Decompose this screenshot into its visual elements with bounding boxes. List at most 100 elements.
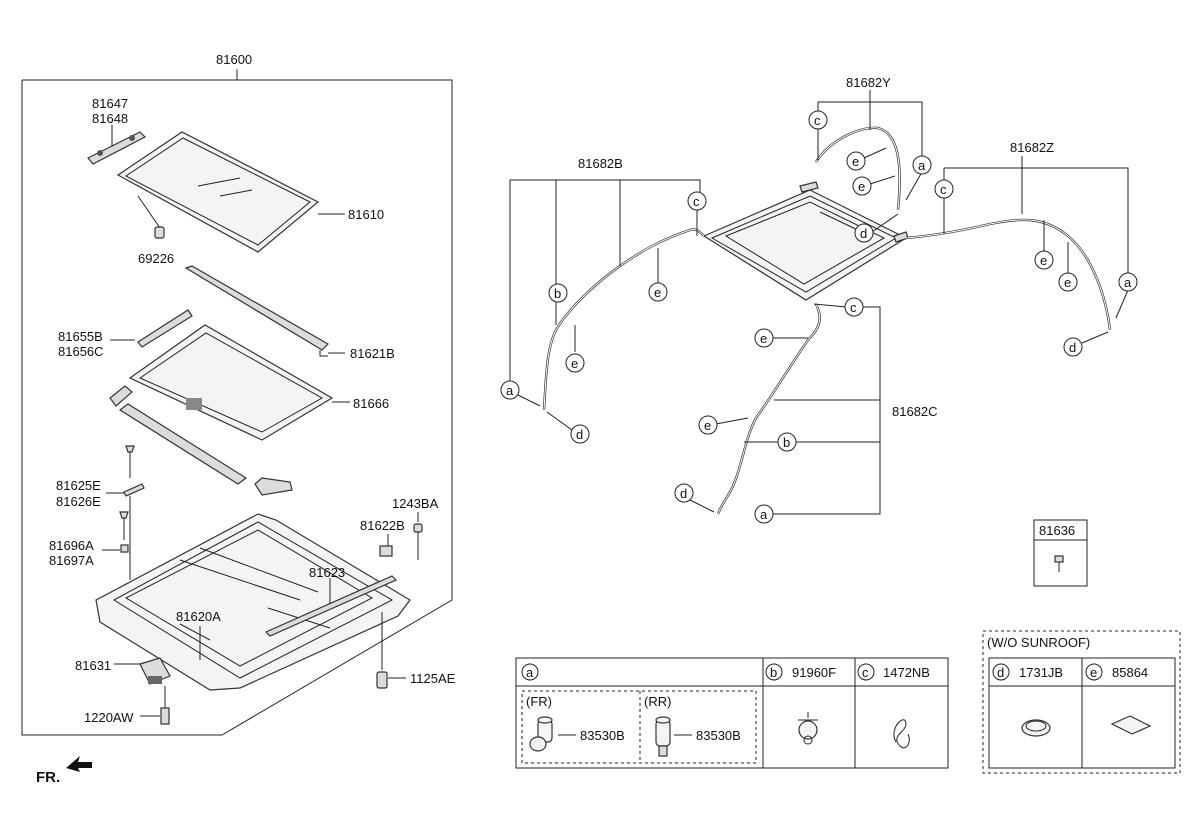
screw-1243ba	[413, 512, 423, 560]
svg-text:b: b	[770, 665, 777, 680]
svg-text:a: a	[918, 158, 926, 173]
legend-c-part[interactable]: 1472NB	[883, 665, 930, 680]
svg-text:e: e	[1090, 665, 1097, 680]
svg-text:d: d	[680, 486, 687, 501]
svg-text:a: a	[506, 383, 514, 398]
svg-text:c: c	[814, 113, 821, 128]
assembly-number[interactable]: 81600	[216, 52, 252, 67]
clip-81622b	[379, 534, 393, 557]
patch-85864-icon	[1110, 715, 1152, 735]
callout-leaders-81682c	[689, 303, 881, 515]
wo-sunroof-heading: (W/O SUNROOF)	[987, 635, 1090, 650]
seal-strip	[264, 575, 398, 637]
part-81636-box	[1033, 519, 1088, 587]
svg-text:e: e	[571, 356, 578, 371]
label-81631[interactable]: 81631	[75, 658, 111, 673]
label-81620a[interactable]: 81620A	[176, 609, 221, 624]
svg-text:a: a	[1124, 275, 1132, 290]
svg-text:e: e	[760, 331, 767, 346]
svg-text:a: a	[760, 507, 768, 522]
sunroof-motor	[114, 657, 171, 685]
label-81682b[interactable]: 81682B	[578, 156, 623, 171]
svg-text:c: c	[850, 300, 857, 315]
legend-table: a b c	[515, 657, 949, 769]
drive-cable	[110, 309, 193, 348]
label-81648[interactable]: 81648	[92, 111, 128, 126]
sunroof-glass	[116, 131, 345, 253]
label-81623[interactable]: 81623	[309, 565, 345, 580]
legend-b-part[interactable]: 91960F	[792, 665, 836, 680]
wind-deflector	[184, 265, 345, 357]
mounting-screw-upper	[106, 445, 145, 580]
drain-hose-rear-left	[716, 303, 821, 515]
fr-drain-connector-icon	[529, 716, 576, 752]
glass-clip	[137, 195, 165, 239]
bolt-81696a	[102, 511, 129, 553]
svg-text:e: e	[1064, 275, 1071, 290]
svg-text:e: e	[1040, 253, 1047, 268]
svg-text:e: e	[704, 418, 711, 433]
roller-tube	[109, 385, 293, 496]
legend-fr-part[interactable]: 83530B	[580, 728, 625, 743]
label-81656c[interactable]: 81656C	[58, 344, 104, 359]
svg-text:e: e	[852, 154, 859, 169]
svg-text:d: d	[997, 665, 1004, 680]
label-81625e[interactable]: 81625E	[56, 478, 101, 493]
label-1125ae[interactable]: 1125AE	[410, 671, 456, 686]
label-1220aw[interactable]: 1220AW	[84, 710, 134, 725]
label-81682z[interactable]: 81682Z	[1010, 140, 1054, 155]
svg-text:a: a	[526, 665, 534, 680]
label-81655b[interactable]: 81655B	[58, 329, 103, 344]
svg-text:c: c	[693, 194, 700, 209]
svg-text:d: d	[576, 427, 583, 442]
legend-e-part[interactable]: 85864	[1112, 665, 1148, 680]
label-69226[interactable]: 69226	[138, 251, 174, 266]
label-81621b[interactable]: 81621B	[350, 346, 395, 361]
sunshade	[128, 324, 350, 441]
svg-text:e: e	[858, 179, 865, 194]
legend-fr-tag: (FR)	[526, 694, 552, 709]
svg-text:b: b	[783, 435, 790, 450]
label-81666[interactable]: 81666	[353, 396, 389, 411]
label-81636[interactable]: 81636	[1039, 523, 1075, 538]
wo-sunroof-table: d e	[982, 630, 1181, 774]
front-indicator: FR.	[36, 769, 60, 786]
callout-leaders-81682z	[943, 156, 1129, 344]
front-direction-icon	[66, 756, 92, 772]
callout-leaders-81682y	[817, 90, 923, 233]
drain-hose-front-left	[542, 228, 705, 411]
legend-rr-tag: (RR)	[644, 694, 671, 709]
legend-rr-part[interactable]: 83530B	[696, 728, 741, 743]
plug-1731jb-icon	[1021, 719, 1051, 737]
label-81696a[interactable]: 81696A	[49, 538, 94, 553]
legend-d-part[interactable]: 1731JB	[1019, 665, 1063, 680]
label-81697a[interactable]: 81697A	[49, 553, 94, 568]
label-81622b[interactable]: 81622B	[360, 518, 405, 533]
sunroof-frame	[95, 513, 411, 691]
callout-markers: c b e e a d c e e a d c e e a d c e e b …	[500, 110, 1138, 524]
svg-text:b: b	[554, 286, 561, 301]
svg-text:d: d	[1069, 340, 1076, 355]
callout-leaders-81682b	[509, 179, 701, 431]
label-81647[interactable]: 81647	[92, 96, 128, 111]
label-81610[interactable]: 81610	[348, 207, 384, 222]
assembly-box	[21, 69, 453, 736]
label-81626e[interactable]: 81626E	[56, 494, 101, 509]
rr-drain-connector-icon	[655, 716, 692, 757]
svg-text:d: d	[860, 226, 867, 241]
label-81682y[interactable]: 81682Y	[846, 75, 891, 90]
label-81682c[interactable]: 81682C	[892, 404, 938, 419]
bolt-1125ae	[376, 612, 406, 689]
roof-frame	[702, 181, 909, 301]
screw-1220aw	[140, 686, 170, 725]
svg-text:c: c	[940, 182, 947, 197]
hose-band-1472nb-icon	[893, 719, 910, 749]
hose-clip-91960f-icon	[798, 712, 818, 745]
drain-hose-rear-right	[905, 218, 1112, 331]
svg-text:c: c	[862, 665, 869, 680]
label-1243ba[interactable]: 1243BA	[392, 496, 439, 511]
svg-text:e: e	[654, 285, 661, 300]
glass-bracket	[87, 125, 147, 165]
drain-hose-front-right	[814, 126, 901, 211]
